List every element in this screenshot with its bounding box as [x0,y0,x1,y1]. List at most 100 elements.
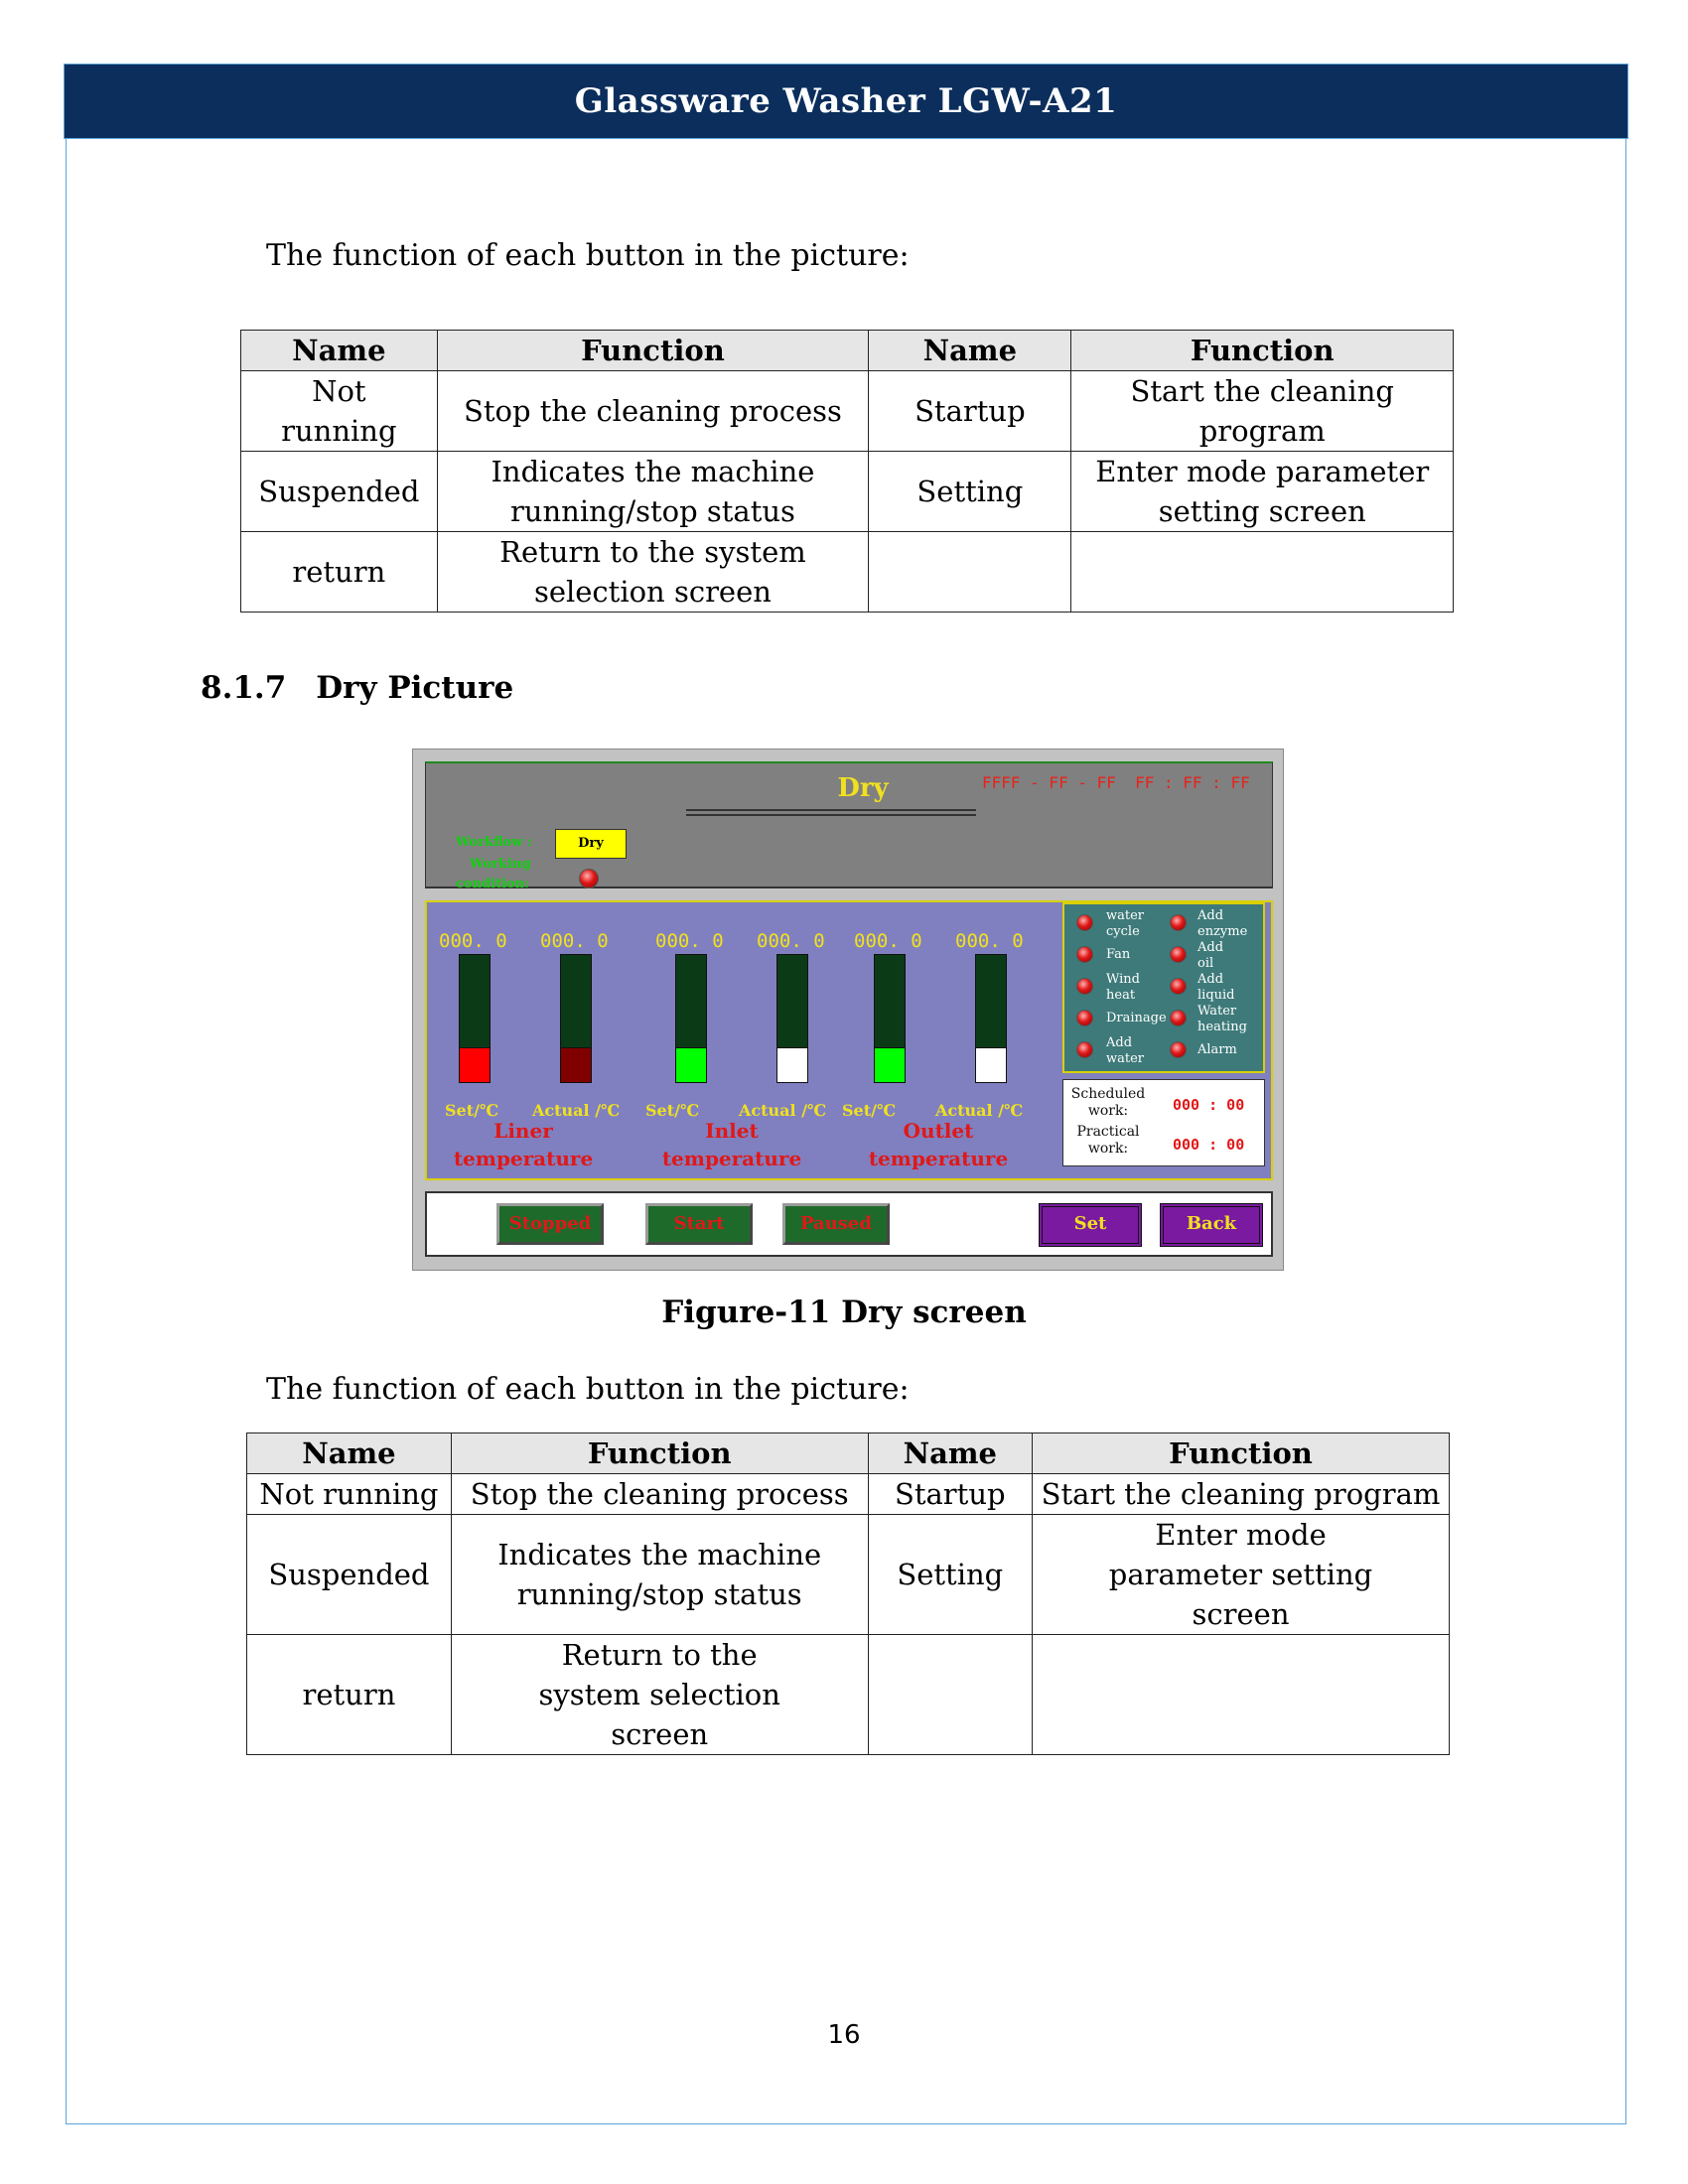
table-row: Suspended Indicates the machine running/… [240,451,1454,532]
function-table-1: Name Function Name Function Not running … [240,330,1454,613]
table-cell: Indicates the machine running/stop statu… [436,451,870,532]
figure-caption: Figure-11 Dry screen [661,1295,1027,1330]
bar-label: Set/℃ [445,1101,499,1120]
table-cell: Not running [246,1473,452,1515]
header-function: Function [1070,330,1454,371]
table-cell [1032,1634,1450,1755]
status-label-line: Add [1106,1035,1133,1050]
table-cell: Start the cleaning program [1070,370,1454,452]
intro-text: The function of each button in the pictu… [266,1372,910,1407]
workflow-value: Dry [555,829,627,859]
table-cell: Enter mode parameter setting screen [1070,451,1454,532]
hmi-button-bar: Stopped Start Paused Set Back [425,1191,1273,1257]
hmi-header-panel: Dry FFFF - FF - FF FF : FF : FF Workflow… [425,761,1273,891]
status-label-line: Wind [1106,972,1140,987]
working-condition-led-icon [579,869,599,888]
bar-label: Actual /℃ [739,1101,827,1120]
status-label-line: liquid [1197,988,1235,1003]
status-label: Alarm [1197,1042,1237,1058]
status-label-line: heat [1106,988,1136,1003]
inlet-temperature-label: Inlet temperature [657,1117,806,1172]
group-label-line: Outlet [903,1119,974,1143]
bar-label: Set/℃ [645,1101,700,1120]
intro-text: The function of each button in the pictu… [266,238,910,273]
practical-work-value: 000 : 00 [1173,1136,1245,1154]
working-condition-label: Working [470,857,531,872]
back-button[interactable]: Back [1160,1203,1263,1247]
status-label-line: Water [1197,1004,1237,1019]
status-led-icon [1076,1010,1093,1026]
stopped-button[interactable]: Stopped [496,1203,604,1245]
table-cell: Stop the cleaning process [450,1473,869,1515]
table-cell: Enter mode parameter setting screen [1032,1514,1450,1635]
status-led-icon [1170,1010,1187,1026]
table-cell: Setting [867,1514,1034,1635]
table-cell [867,1634,1034,1755]
table-cell: Suspended [240,451,438,532]
alarm-led-icon [1170,1041,1187,1058]
table-cell: Start the cleaning program [1032,1473,1450,1515]
bar-fill [777,1047,807,1082]
group-label-line: Inlet [705,1119,759,1143]
table-row: return Return to the system selection sc… [246,1634,1450,1755]
table-cell: Indicates the machine running/stop statu… [450,1514,869,1635]
temp-value: 000. 0 [540,930,609,952]
temp-value: 000. 0 [439,930,507,952]
paused-button[interactable]: Paused [782,1203,890,1245]
set-button[interactable]: Set [1039,1203,1142,1247]
table-cell [1070,531,1454,613]
group-label-line: Liner [493,1119,553,1143]
bar-label: Actual /℃ [532,1101,621,1120]
liner-actual-bar [560,954,592,1083]
header-name: Name [246,1433,452,1474]
status-led-icon [1170,946,1187,963]
page-number: 16 [827,2020,861,2050]
table-cell: Suspended [246,1514,452,1635]
table-row: Suspended Indicates the machine running/… [246,1514,1450,1635]
status-led-icon [1076,1041,1093,1058]
table-row: Not running Stop the cleaning process St… [240,370,1454,452]
status-led-icon [1170,978,1187,995]
label-line: Practical [1076,1124,1140,1140]
status-label-line: Add [1197,908,1224,923]
table-cell: Return to the system selection screen [450,1634,869,1755]
header-name: Name [868,330,1072,371]
label-line: Scheduled [1070,1086,1146,1102]
table-cell: Startup [867,1473,1034,1515]
status-label-line: water [1106,908,1145,923]
temperature-panel: 000. 0 000. 0 000. 0 000. 0 000. 0 000. … [425,900,1273,1180]
group-label-line: temperature [661,1147,802,1170]
inlet-set-bar [675,954,707,1083]
header-bar: Glassware Washer LGW-A21 [64,64,1628,139]
status-label: Fan [1106,947,1130,963]
table-header-row: Name Function Name Function [240,330,1454,371]
header-name: Name [240,330,438,371]
liner-set-bar [459,954,491,1083]
table-cell: return [246,1634,452,1755]
header-function: Function [450,1433,869,1474]
inlet-actual-bar [776,954,808,1083]
bar-label: Set/℃ [842,1101,897,1120]
status-label-line: Fan [1106,947,1131,962]
status-label-line: oil [1197,956,1214,971]
status-led-icon [1076,946,1093,963]
status-label-line: cycle [1106,924,1140,939]
status-label-line: Add [1197,972,1224,987]
label-line: work: [1087,1103,1129,1119]
temp-value: 000. 0 [854,930,922,952]
title-underline [686,809,976,811]
start-button[interactable]: Start [645,1203,753,1245]
status-label-line: heating [1197,1020,1247,1034]
header-name: Name [867,1433,1034,1474]
table-cell: Not running [240,370,438,452]
outlet-set-bar [874,954,906,1083]
